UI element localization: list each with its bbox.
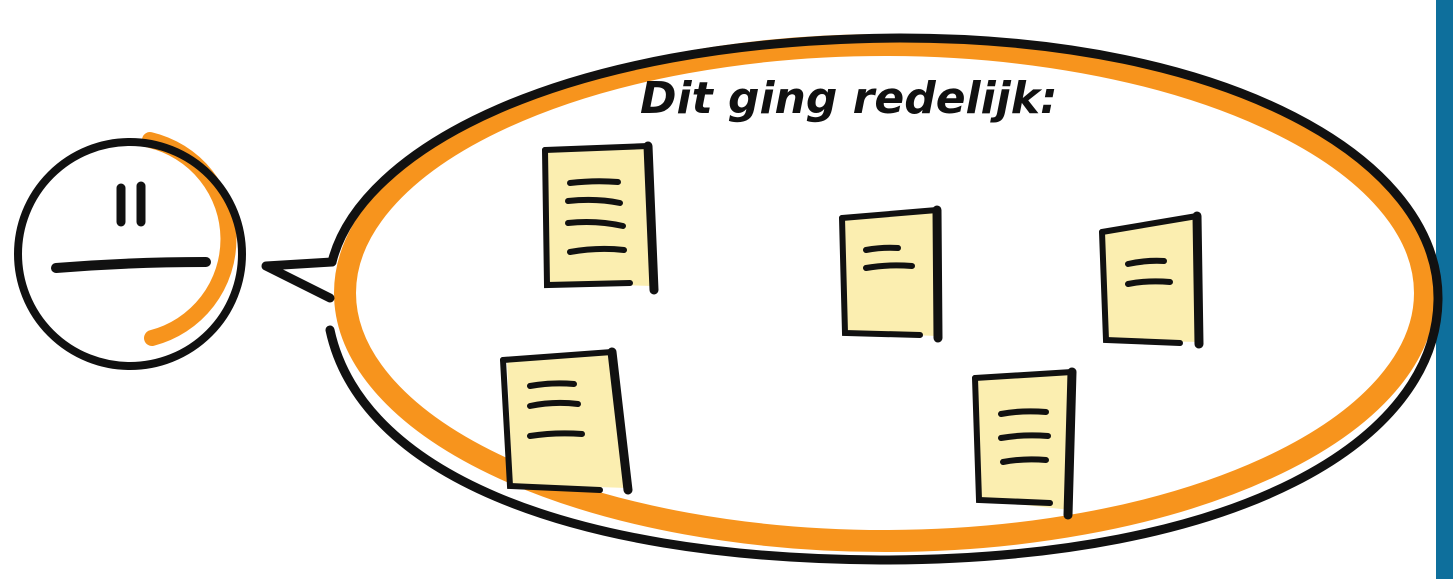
sticky-note-icon: [500, 347, 633, 495]
sticky-note-icon: [839, 205, 943, 343]
sticky-note-icon: [542, 141, 659, 295]
speech-bubble: Dit ging redelijk:: [261, 33, 1443, 565]
bubble-tail: [261, 257, 337, 303]
neutral-face-icon: [14, 132, 246, 370]
sticky-note-icon: [1099, 211, 1204, 349]
sticky-note-icon: [972, 367, 1077, 520]
edge-bar: [1436, 0, 1453, 579]
bubble-title: Dit ging redelijk:: [640, 73, 1058, 124]
face-mouth: [51, 257, 211, 273]
